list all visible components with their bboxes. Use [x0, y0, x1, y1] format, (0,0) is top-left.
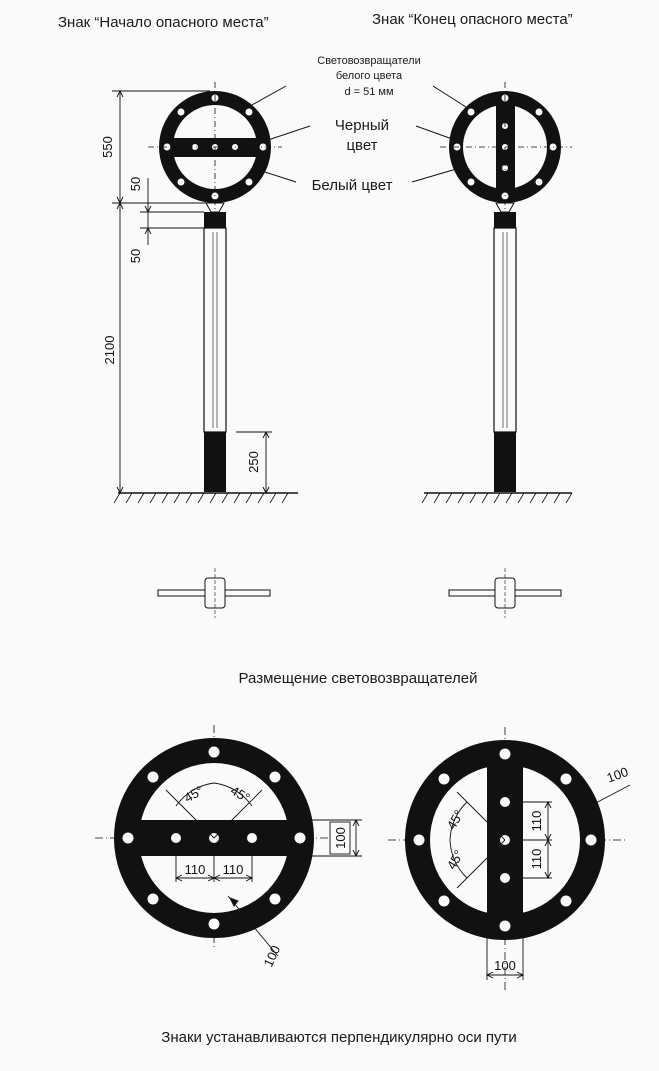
start-sign-plan: [157, 568, 271, 618]
callout-reflectors-3: d = 51 мм: [344, 86, 393, 98]
title-start-sign: Знак “Начало опасного места”: [58, 14, 269, 31]
title-end-sign: Знак “Конец опасного места”: [372, 11, 573, 28]
dim-50-top: 50: [128, 177, 143, 191]
title-placement: Размещение световозвращателей: [239, 670, 478, 687]
dim-2100: 2100: [102, 336, 117, 365]
start-spacing-b: 110: [223, 862, 244, 877]
start-sign-detail: [95, 725, 362, 957]
footer-note: Знаки устанавливаются перпендикулярно ос…: [161, 1029, 516, 1046]
end-stripe-width: 100: [494, 958, 516, 973]
end-sign-plan: [448, 568, 562, 618]
end-sign-detail: [388, 727, 631, 990]
callout-black-2: цвет: [346, 137, 377, 154]
leader-reflectors-left: [249, 85, 287, 107]
end-post-base-band: [494, 432, 516, 492]
callout-black-1: Черный: [335, 117, 389, 134]
end-spacing-d: 110: [529, 849, 544, 870]
callout-reflectors-1: Световозвращатели: [317, 55, 420, 67]
start-post: [203, 227, 227, 433]
end-sign-elevation: [421, 82, 573, 504]
start-post-base-band: [204, 432, 226, 492]
start-sign-elevation: [113, 82, 298, 504]
leader-black-right: [415, 125, 456, 141]
callout-white: Белый цвет: [312, 177, 393, 194]
dim-50-bottom: 50: [128, 249, 143, 263]
leader-black-left: [267, 125, 311, 141]
end-ring-width: 100: [605, 764, 631, 786]
end-sign-reflectors: [453, 94, 557, 200]
leader-lines: [242, 85, 471, 183]
end-post: [493, 227, 517, 433]
start-ring-width: 100: [261, 943, 284, 969]
callout-reflectors-2: белого цвета: [336, 70, 403, 82]
end-spacing-c: 110: [529, 811, 544, 832]
start-post-top-band: [204, 212, 226, 228]
start-dimension-lines: [112, 89, 272, 495]
leader-reflectors-right: [432, 85, 467, 108]
end-post-top-band: [494, 212, 516, 228]
dim-550: 550: [100, 136, 115, 158]
start-stripe-width: 100: [333, 827, 348, 849]
dim-250: 250: [246, 451, 261, 473]
start-spacing-a: 110: [185, 862, 206, 877]
